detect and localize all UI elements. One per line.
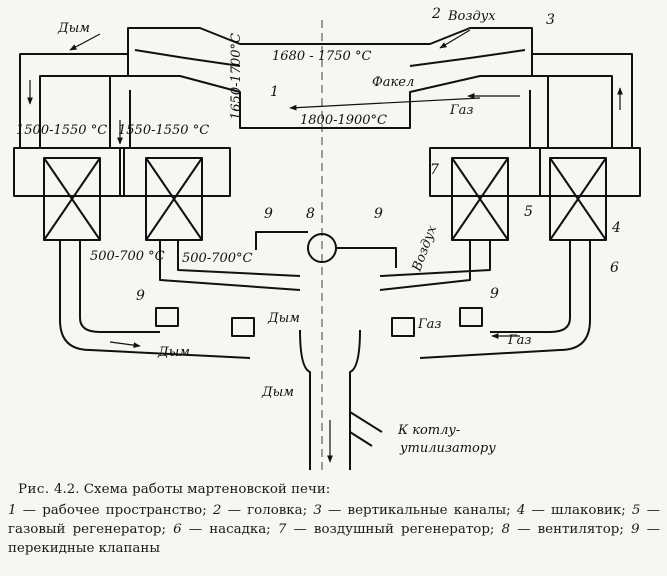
open-hearth-furnace-diagram: Дым Воздух 1680 - 1750 °C 1650-1700°C 18… [13,6,641,470]
left-inner-duct [109,76,131,148]
legend-item: 6 — насадка; [173,522,278,537]
num-9b: 9 [374,206,383,222]
label-fakel: Факел [372,75,414,90]
label-gaz-low-1: Газ [417,317,441,332]
arrow-dym-top [69,33,101,51]
regenerator-left-2 [145,157,203,241]
slag-pocket-left-2 [119,147,231,197]
legend-item: 8 — вентилятор; [502,522,631,537]
slag-pocket-right-1 [429,147,541,197]
legend-item-number: 4 [516,503,526,518]
num-6: 6 [610,260,619,276]
legend-item: 9 — перекидные клапаны [8,522,660,556]
num-2: 2 [431,6,441,22]
legend-item: 3 — вертикальные каналы; [313,503,517,518]
valve-right-1 [391,317,415,337]
label-temp-low-1: 500-700 °C [90,249,165,264]
regenerator-right-2 [549,157,607,241]
legend-item-text: — насадка; [181,522,278,537]
central-stack [299,329,361,470]
legend-item-text: — воздушный регенератор; [286,522,502,537]
label-temp-bath: 1800-1900°C [300,113,387,128]
num-1: 1 [270,84,279,100]
legend-item-number: 2 [212,503,222,518]
branch-to-boiler [349,411,383,447]
figure-label: Рис. [18,482,50,497]
label-temp-left-1: 1500-1550 °C [16,123,107,138]
legend-item-text: — вентилятор; [510,522,631,537]
legend-item-number: 8 [501,522,511,537]
label-temp-low-2: 500-700°C [182,251,253,266]
num-9a: 9 [264,206,273,222]
label-vozdukh-mid: Воздух [409,223,440,274]
right-lower-flue [419,240,591,359]
label-temp-left-vert: 1650-1700°C [229,33,244,120]
regenerator-right-1 [451,157,509,241]
legend-item-text: — шлаковик; [525,503,632,518]
label-dym-low: Дым [157,345,190,360]
label-dym-top: Дым [57,21,90,36]
left-mid-flue [159,240,301,291]
legend-item-text: — перекидные клапаны [8,522,660,556]
left-lower-flue [59,240,251,359]
label-gaz-right: Газ [449,103,473,118]
legend-item-text: — рабочее пространство; [16,503,213,518]
figure-title: Схема работы мартеновской печи: [83,482,331,497]
label-dym-bottom: Дым [261,385,294,400]
label-gaz-low-2: Газ [507,333,531,348]
num-9c: 9 [136,288,145,304]
figure-caption: Рис. 4.2. Схема работы мартеновской печи… [8,480,660,558]
legend-item: 7 — воздушный регенератор; [278,522,502,537]
label-temp-chamber: 1680 - 1750 °C [272,49,371,64]
slag-pocket-left-1 [13,147,125,197]
arrow-air-in [439,29,471,49]
figure-number: 4.2. [53,482,80,497]
label-dym-mid: Дым [267,311,300,326]
legend-item: 4 — шлаковик; [517,503,632,518]
furnace-chamber-outline [127,27,533,129]
legend-item-text: — головка; [221,503,314,518]
arrow-flame [289,97,481,111]
legend-item-number: 3 [313,503,322,518]
legend-item-number: 7 [277,522,287,537]
caption-title-row: Рис. 4.2. Схема работы мартеновской печи… [8,480,660,499]
num-7: 7 [430,162,439,178]
legend-item-text: — вертикальные каналы; [321,503,517,518]
num-3: 3 [546,12,555,28]
legend-item-number: 6 [173,522,182,537]
chamber-inner-right [409,49,526,67]
legend-item-number: 1 [8,503,17,518]
label-vozdukh-top: Воздух [447,9,496,24]
right-mid-flue [379,240,491,291]
legend-item: 5 — газовый регенератор; [8,503,660,537]
arrow-dym-low [109,341,141,348]
chamber-inner-left [134,49,241,67]
legend-item-number: 9 [630,522,640,537]
legend-item-text: — газовый регенератор; [8,503,660,537]
left-outer-duct [19,53,128,148]
valve-left-2 [231,317,255,337]
slag-pocket-right-2 [539,147,641,197]
legend-item: 1 — рабочее пространство; [8,503,213,518]
num-9d: 9 [490,286,499,302]
legend-item-number: 5 [631,503,641,518]
regenerator-left-1 [43,157,101,241]
num-4: 4 [611,220,621,236]
num-5: 5 [524,204,533,220]
right-inner-duct [529,76,549,148]
label-temp-left-2: 1550-1550 °C [118,123,209,138]
label-k-kotlu-1: К котлу- [397,423,460,438]
label-k-kotlu-2: утилизатору [399,441,496,456]
legend-item: 2 — головка; [213,503,313,518]
valve-right-2 [459,307,483,327]
right-outer-duct [532,53,633,148]
num-8: 8 [306,206,315,222]
valve-left-1 [155,307,179,327]
figure-legend: 1 — рабочее пространство; 2 — головка; 3… [8,501,660,558]
